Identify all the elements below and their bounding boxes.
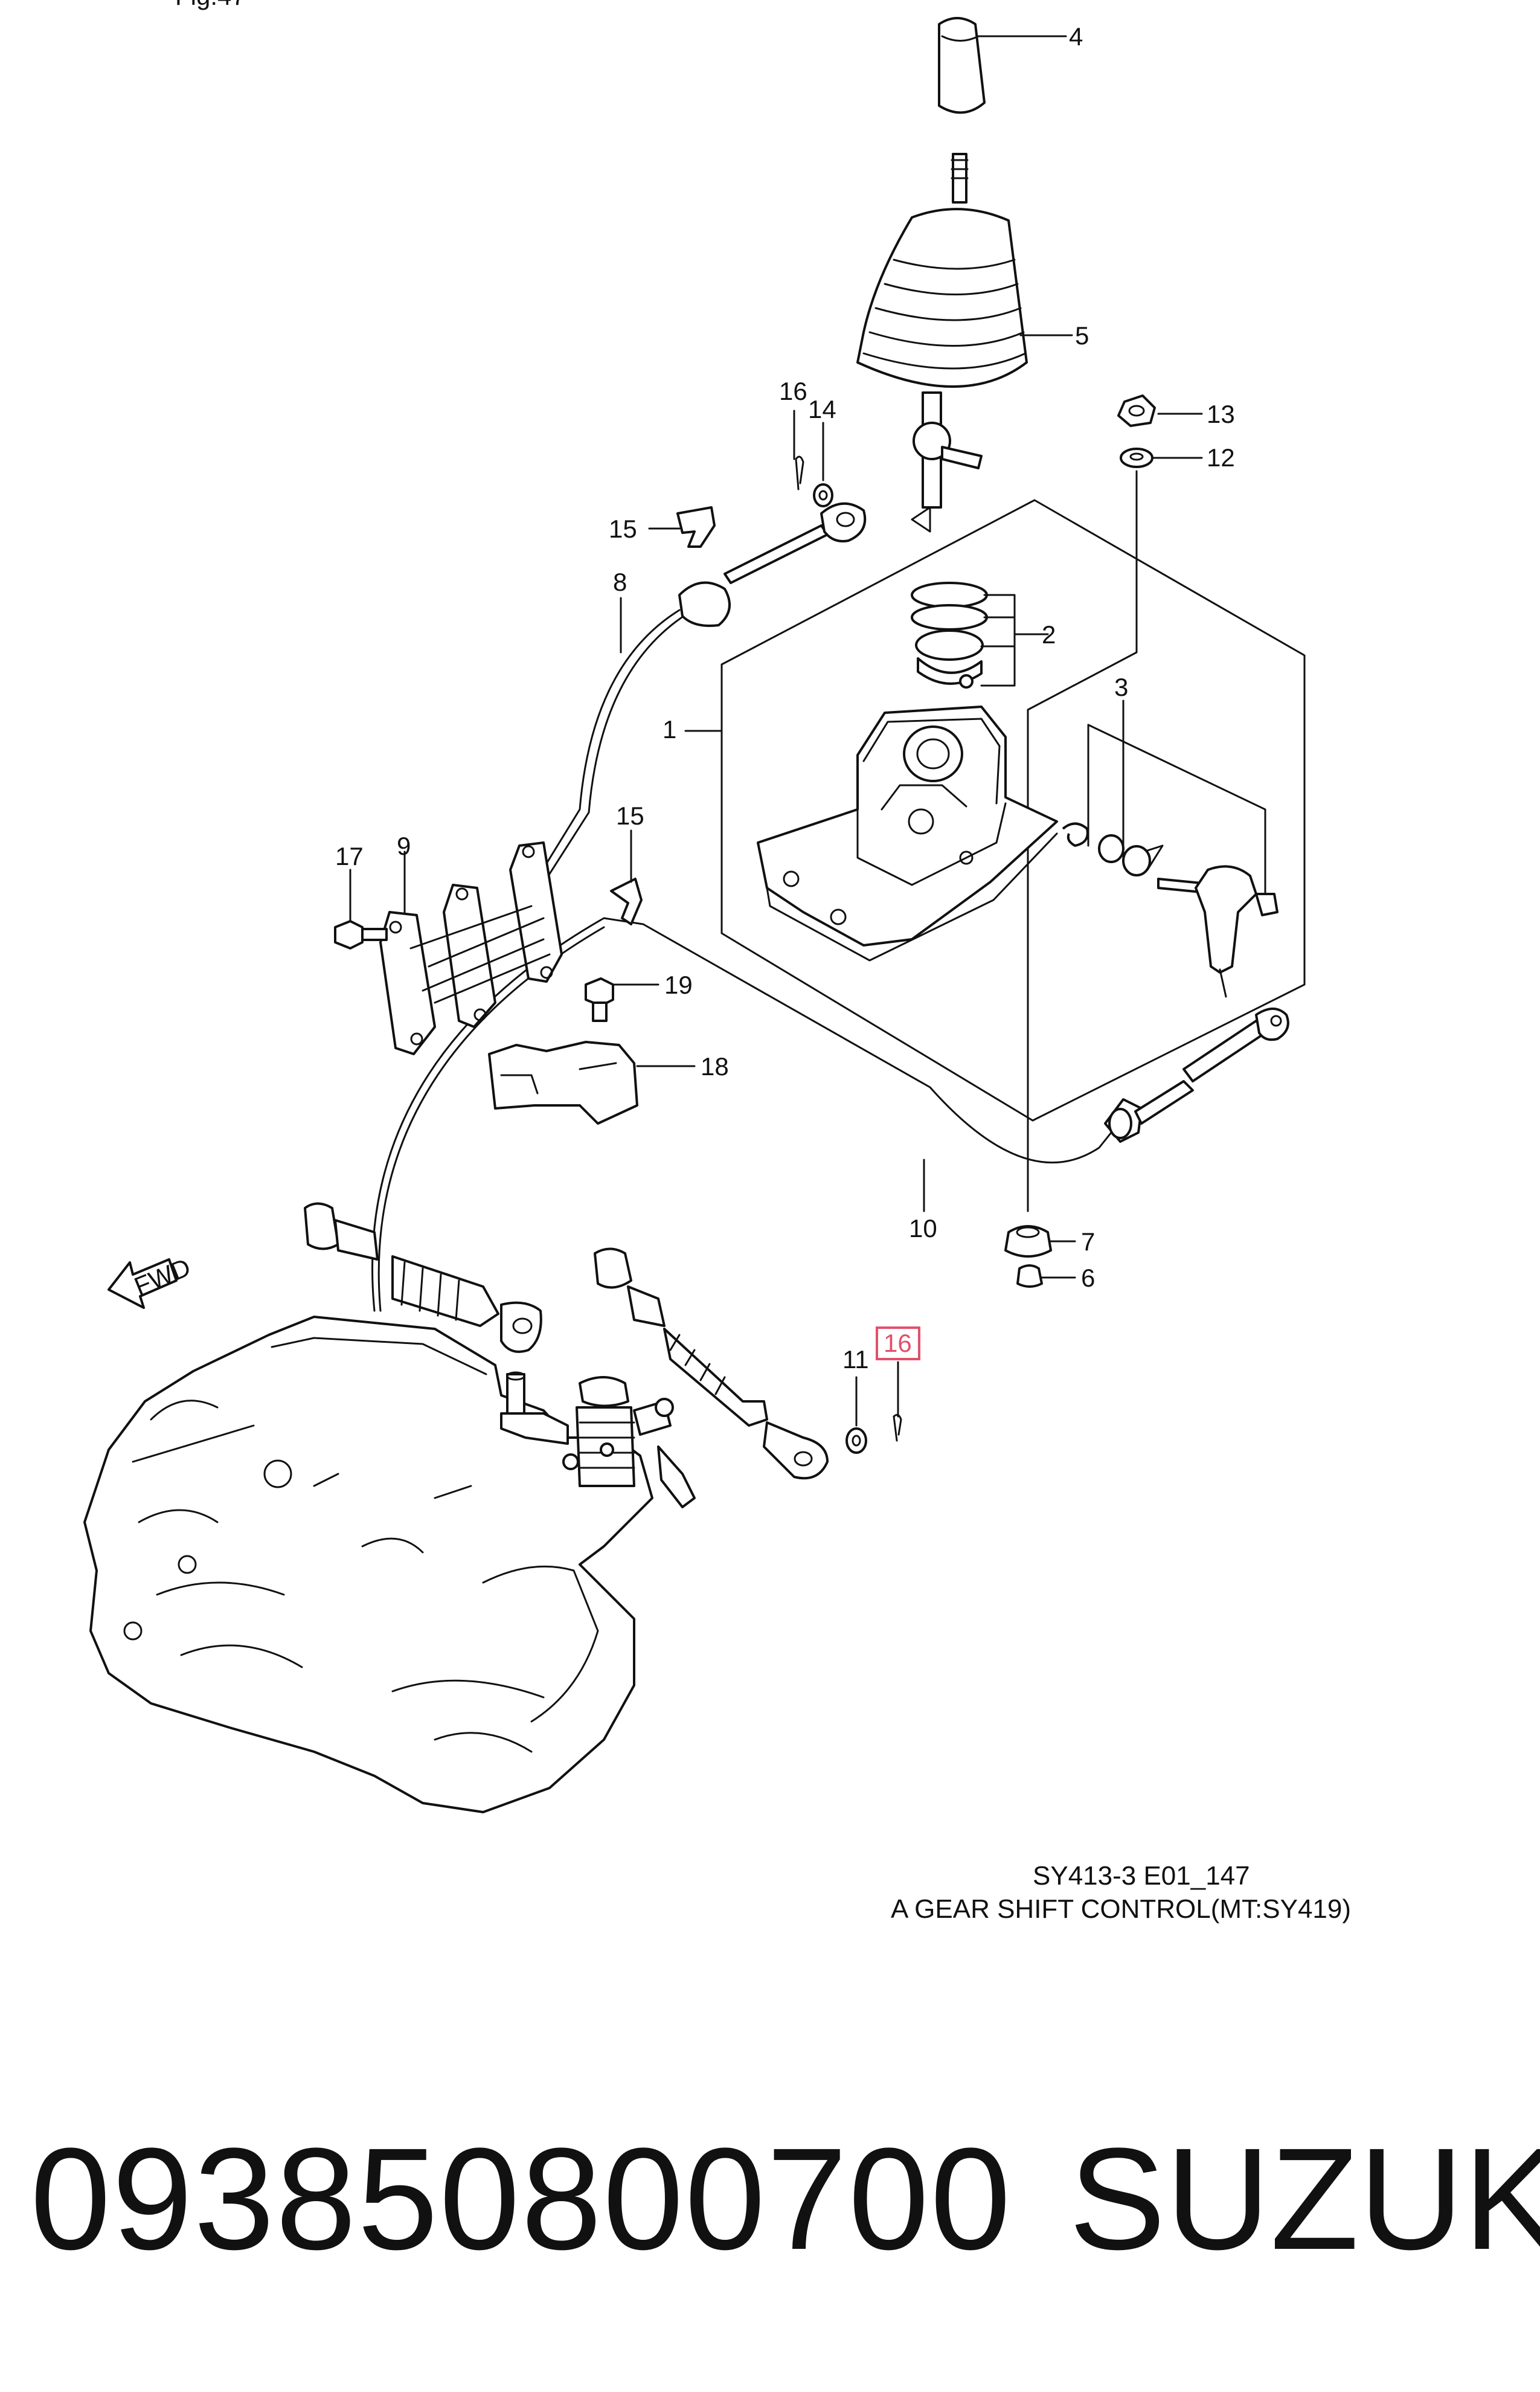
callout-12: 12 — [1207, 443, 1235, 472]
bush-7 — [1004, 1225, 1052, 1258]
shift-knob — [938, 17, 986, 204]
fwd-arrow: FWD — [107, 1253, 194, 1309]
clip-15-upper — [676, 506, 716, 548]
callout-5: 5 — [1075, 321, 1089, 350]
callout-4: 4 — [1069, 22, 1083, 51]
cable-8 — [530, 502, 867, 894]
bolt-19 — [585, 977, 614, 1022]
guide-line-12 — [1027, 470, 1138, 1212]
shaft-assembly-3 — [1087, 724, 1279, 998]
assembly-outline-box — [720, 499, 1306, 1122]
transmission-case — [83, 1316, 653, 1813]
callout-9: 9 — [397, 832, 411, 860]
pin-16-upper — [795, 455, 804, 490]
callout-7: 7 — [1081, 1227, 1095, 1256]
callout-6: 6 — [1081, 1264, 1095, 1292]
highlight-box-16 — [876, 1326, 920, 1360]
diagram-title: A GEAR SHIFT CONTROL(MT:SY419) — [891, 1894, 1351, 1924]
bracket-18 — [488, 1041, 638, 1125]
clip-15-lower — [610, 878, 643, 925]
shift-boot — [856, 208, 1028, 388]
callout-16-upper: 16 — [779, 377, 807, 405]
washer-12 — [1120, 448, 1153, 468]
shift-lever-housing — [757, 706, 1058, 962]
callout-leaders — [349, 35, 1203, 1427]
callout-17: 17 — [335, 842, 364, 870]
callout-19: 19 — [664, 971, 693, 999]
pin-16-lower — [893, 1413, 902, 1442]
callout-13: 13 — [1207, 400, 1235, 428]
bush-set-2 — [911, 582, 988, 689]
cable-bracket-9 — [379, 841, 563, 1055]
callout-14: 14 — [808, 395, 836, 423]
callout-1: 1 — [663, 715, 676, 744]
parts-diagram: Fig.47 — [83, 0, 1351, 1924]
cable-end-lower-left — [304, 1202, 542, 1353]
nut-13 — [1117, 394, 1156, 427]
callout-11: 11 — [842, 1345, 869, 1374]
brand-name: SUZUKI — [1069, 2118, 1540, 2280]
transmission-shift-mechanism — [500, 1371, 696, 1508]
callout-8: 8 — [613, 568, 627, 596]
part-footer — [0, 1993, 1540, 2392]
callout-16-lower: 16 — [884, 1329, 912, 1357]
bolt-17 — [334, 920, 388, 950]
washer-11 — [845, 1427, 867, 1454]
cable-10 — [371, 917, 1289, 1312]
bush-6 — [1016, 1264, 1043, 1288]
callout-10: 10 — [909, 1214, 937, 1243]
part-number: 093850800700 — [30, 2118, 1012, 2280]
shift-lever-stem — [911, 391, 983, 533]
callout-15-upper: 15 — [609, 515, 637, 543]
callout-3: 3 — [1114, 673, 1128, 701]
callout-2: 2 — [1042, 620, 1056, 649]
retaining-clip — [1062, 822, 1089, 847]
callout-15-lower: 15 — [616, 802, 644, 830]
figure-header-fragment: Fig.47 — [175, 0, 246, 10]
diagram-code: SY413-3 E01_147 — [1033, 1861, 1250, 1891]
callout-18: 18 — [701, 1052, 729, 1081]
cable-end-lower-right — [594, 1247, 829, 1480]
washer-14 — [813, 483, 833, 507]
fwd-label: FWD — [130, 1253, 194, 1300]
